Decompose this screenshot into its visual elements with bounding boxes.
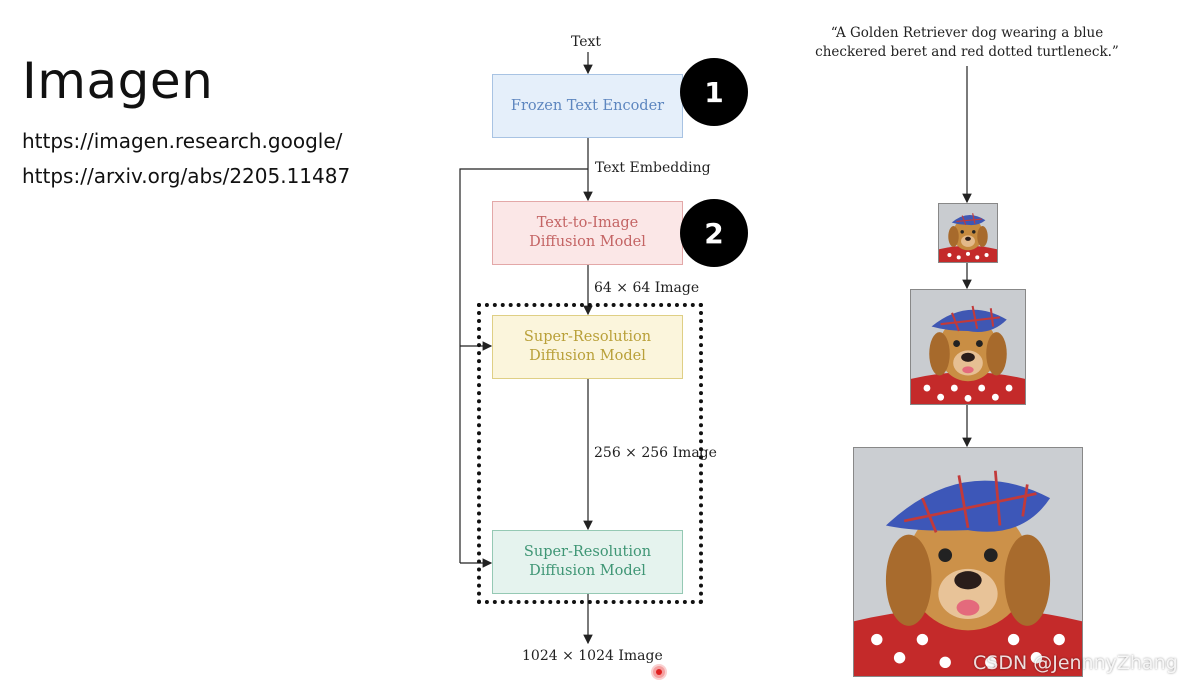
- step-1-badge: 1: [680, 58, 748, 126]
- image-256-label: 256 × 256 Image: [594, 445, 717, 461]
- frozen-text-encoder-box: Frozen Text Encoder: [492, 74, 683, 138]
- pointer-cursor-icon: [653, 666, 665, 678]
- step-2-badge: 2: [680, 199, 748, 267]
- text-embedding-label: Text Embedding: [595, 160, 711, 176]
- image-1024-label: 1024 × 1024 Image: [522, 648, 663, 664]
- super-resolution-group-outline: [477, 303, 703, 604]
- dog-picture: [854, 448, 1082, 676]
- project-link[interactable]: https://imagen.research.google/: [22, 129, 343, 153]
- prompt-text: “A Golden Retriever dog wearing a blue c…: [815, 25, 1119, 60]
- generated-image-64: [938, 203, 998, 263]
- image-64-label: 64 × 64 Image: [594, 280, 700, 296]
- watermark-text: CSDN @JennnyZhang: [973, 652, 1178, 674]
- paper-link[interactable]: https://arxiv.org/abs/2205.11487: [22, 164, 351, 188]
- text-to-image-diffusion-box: Text-to-Image Diffusion Model: [492, 201, 683, 265]
- generated-image-1024: [853, 447, 1083, 677]
- generated-image-256: [910, 289, 1026, 405]
- super-resolution-1-box: Super-Resolution Diffusion Model: [492, 315, 683, 379]
- dog-picture: [939, 204, 997, 262]
- slide-title: Imagen: [22, 52, 214, 110]
- input-text-label: Text: [571, 34, 602, 50]
- embedding-branch-line: [459, 168, 588, 563]
- super-resolution-2-box: Super-Resolution Diffusion Model: [492, 530, 683, 594]
- dog-picture: [911, 290, 1025, 404]
